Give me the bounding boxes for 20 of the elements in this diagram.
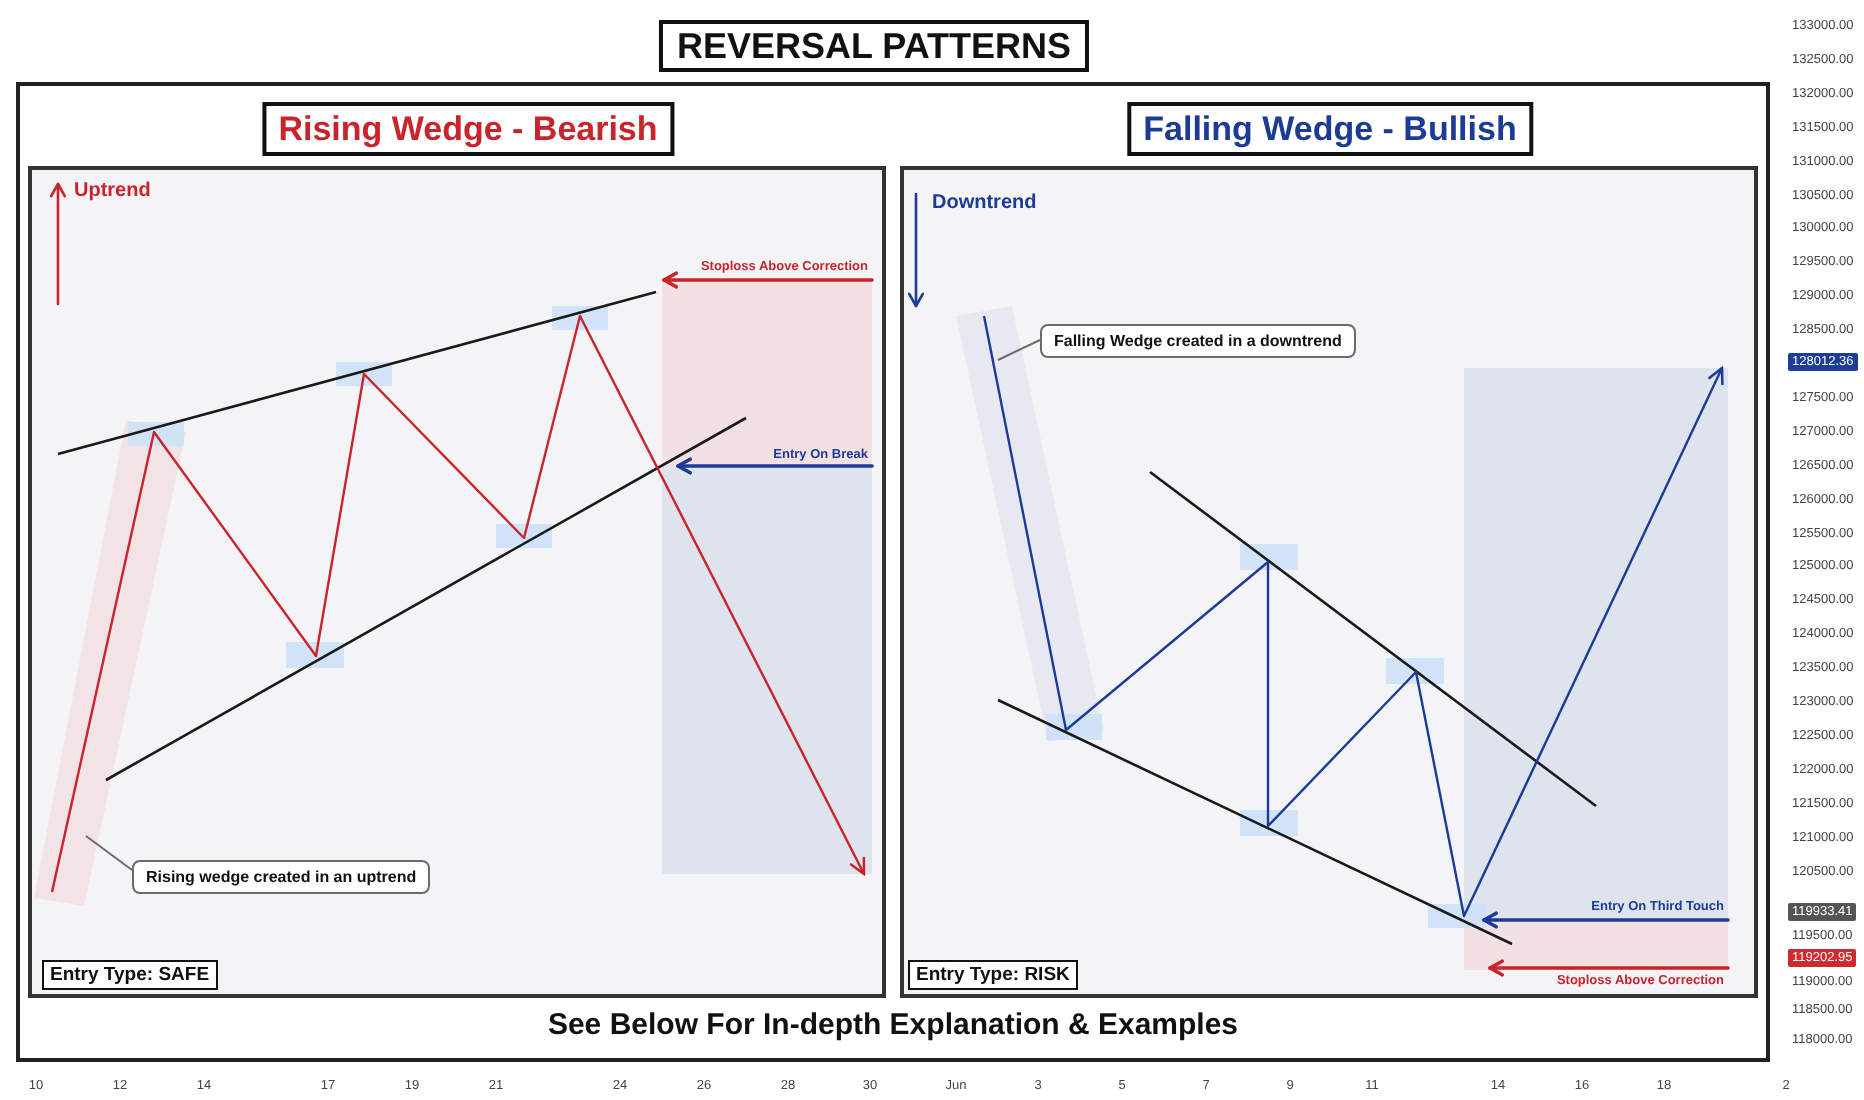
entry-type-tag: Entry Type: SAFE: [42, 960, 218, 990]
target-zone: [662, 466, 872, 874]
title-banner: REVERSAL PATTERNS: [658, 20, 1090, 72]
chart-panel: [900, 166, 1758, 998]
callout-bubble: Falling Wedge created in a downtrend: [1040, 324, 1356, 358]
price-path-arrow: [50, 314, 866, 893]
leader-line: [997, 339, 1041, 361]
panel-title: Falling Wedge - Bullish: [1127, 102, 1533, 156]
chart-panel: [28, 166, 886, 998]
panel-title: Rising Wedge - Bearish: [262, 102, 674, 156]
price-path-arrow: [982, 315, 1724, 918]
trend-label: Downtrend: [932, 192, 1037, 214]
callout-bubble: Rising wedge created in an uptrend: [132, 860, 431, 894]
trend-label: Uptrend: [74, 180, 151, 202]
footer-note: See Below For In-depth Explanation & Examples: [547, 1008, 1239, 1042]
leader-line: [85, 835, 133, 871]
entry-type-tag: Entry Type: RISK: [908, 960, 1078, 990]
outer-frame: [16, 82, 1770, 1062]
stoploss-zone: [662, 280, 872, 466]
target-zone: [1464, 368, 1728, 920]
